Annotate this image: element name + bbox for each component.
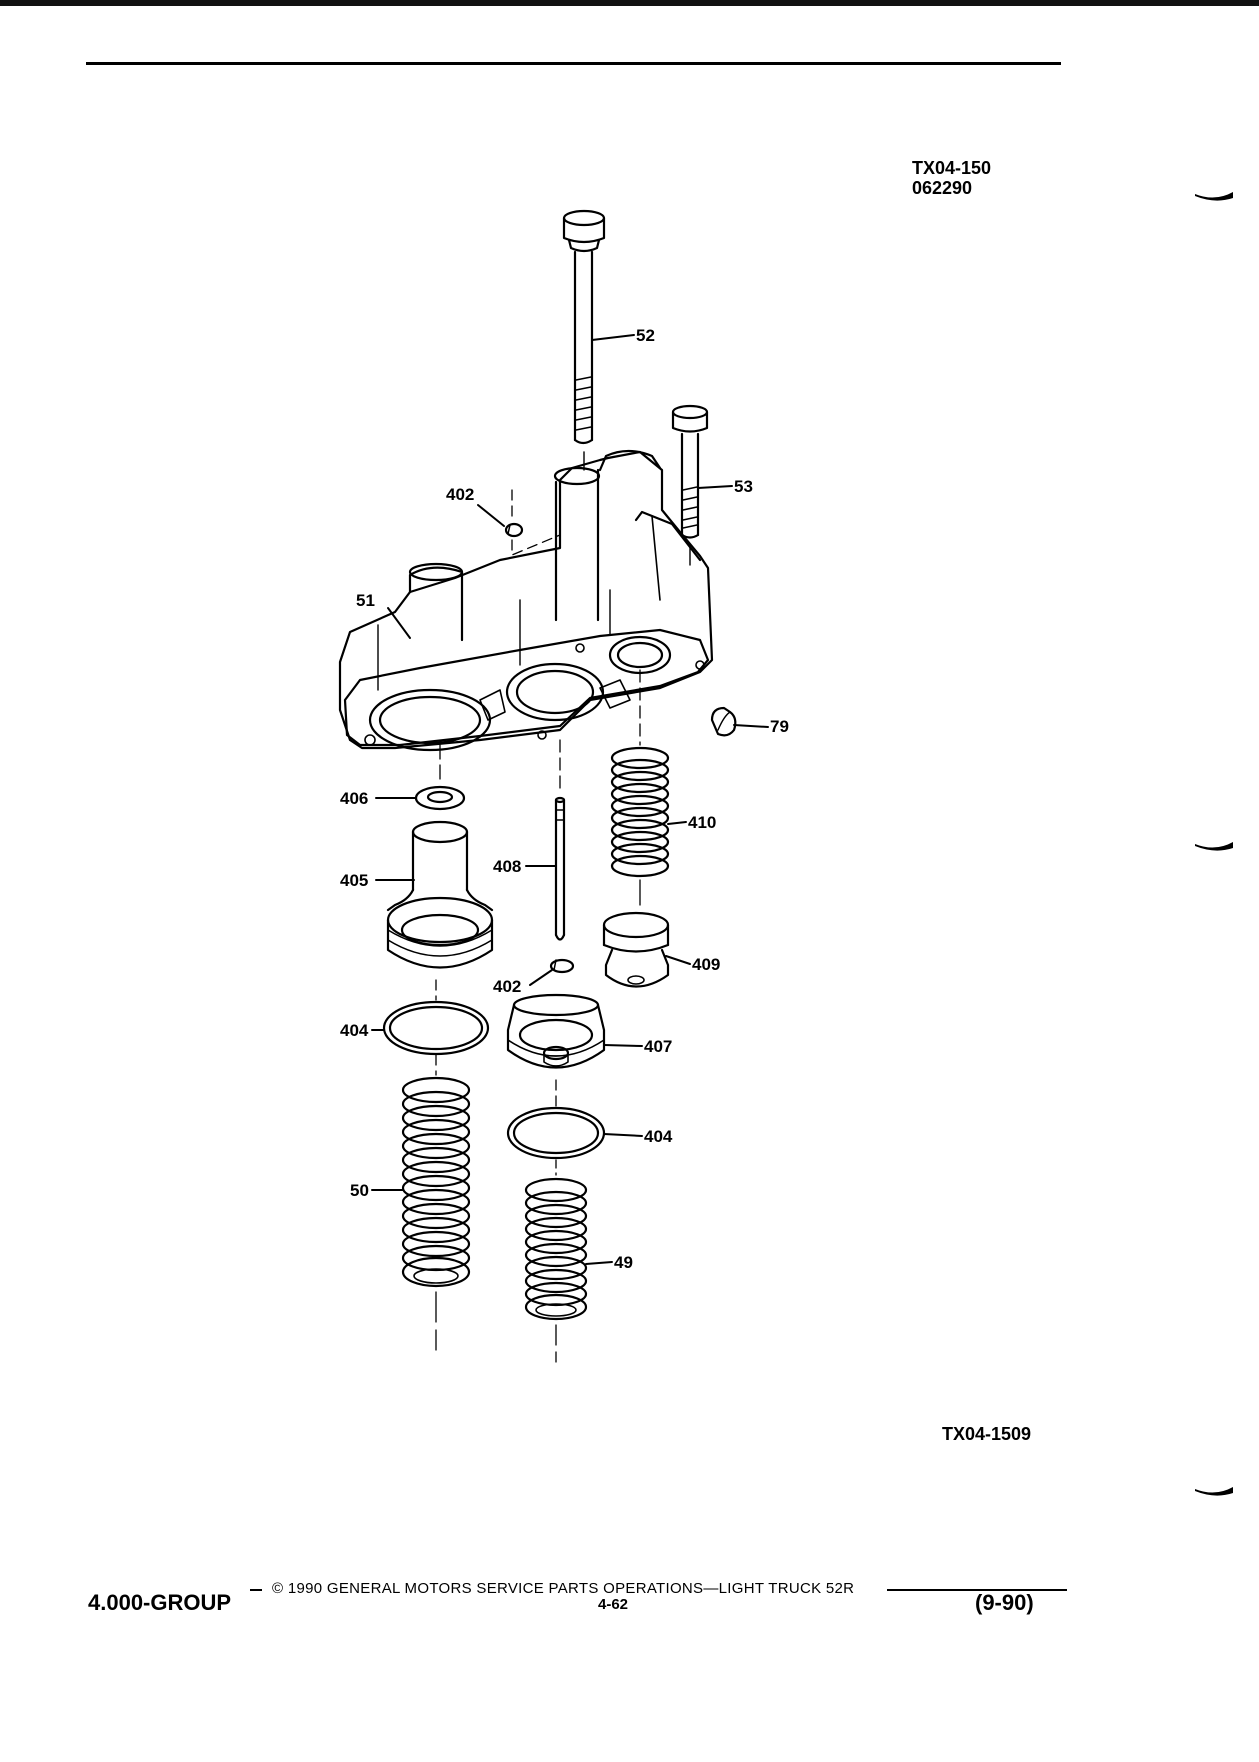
valve-body-housing-51 [338,449,714,752]
callout-408: 408 [493,857,521,876]
spring-49 [524,1159,588,1363]
o-ring-404-right [506,1079,606,1160]
date-code: 062290 [912,178,973,198]
callout-79: 79 [770,717,789,736]
callout-52: 52 [636,326,655,345]
header-rule [86,62,1061,65]
plug-79 [710,706,737,737]
footer-copyright: © 1990 GENERAL MOTORS SERVICE PARTS OPER… [272,1580,855,1597]
bolt-52 [562,209,606,471]
footer-group: 4.000-GROUP [88,1590,232,1615]
figure-code: TX04-150 [912,158,992,178]
exploded-parts-diagram: 52 53 402 51 79 406 410 405 408 409 402 … [338,209,789,1363]
callout-402-upper: 402 [446,485,474,504]
top-border [0,0,1259,6]
callout-406: 406 [340,789,368,808]
callout-51: 51 [356,591,375,610]
washer-406 [414,744,466,811]
piston-407 [506,993,606,1069]
snap-ring-402-lower [549,958,575,974]
footer-rule-right [887,1589,1067,1591]
callout-404-left: 404 [340,1021,369,1040]
leader-lines [371,334,769,1265]
piston-405 [386,820,494,969]
callout-409: 409 [692,955,720,974]
callout-53: 53 [734,477,753,496]
callout-50: 50 [350,1181,369,1200]
binder-mark [1195,192,1233,201]
spring-410 [610,669,670,906]
callout-405: 405 [340,871,368,890]
valve-409 [602,911,670,988]
spring-50 [401,1054,471,1351]
footer-rule-left [250,1589,262,1591]
footer-revision: (9-90) [975,1590,1034,1615]
bolt-53 [671,404,709,566]
callout-404-right: 404 [644,1127,673,1146]
snap-ring-402-upper [504,489,561,556]
callout-49: 49 [614,1253,633,1272]
binder-mark [1195,842,1233,851]
callout-407: 407 [644,1037,672,1056]
o-ring-404-left [382,979,490,1056]
callout-402-lower: 402 [493,977,521,996]
callout-410: 410 [688,813,716,832]
pin-408 [554,739,566,941]
footer-page-number: 4-62 [598,1596,629,1613]
binder-mark [1195,1487,1233,1496]
figure-reference: TX04-1509 [942,1424,1032,1444]
